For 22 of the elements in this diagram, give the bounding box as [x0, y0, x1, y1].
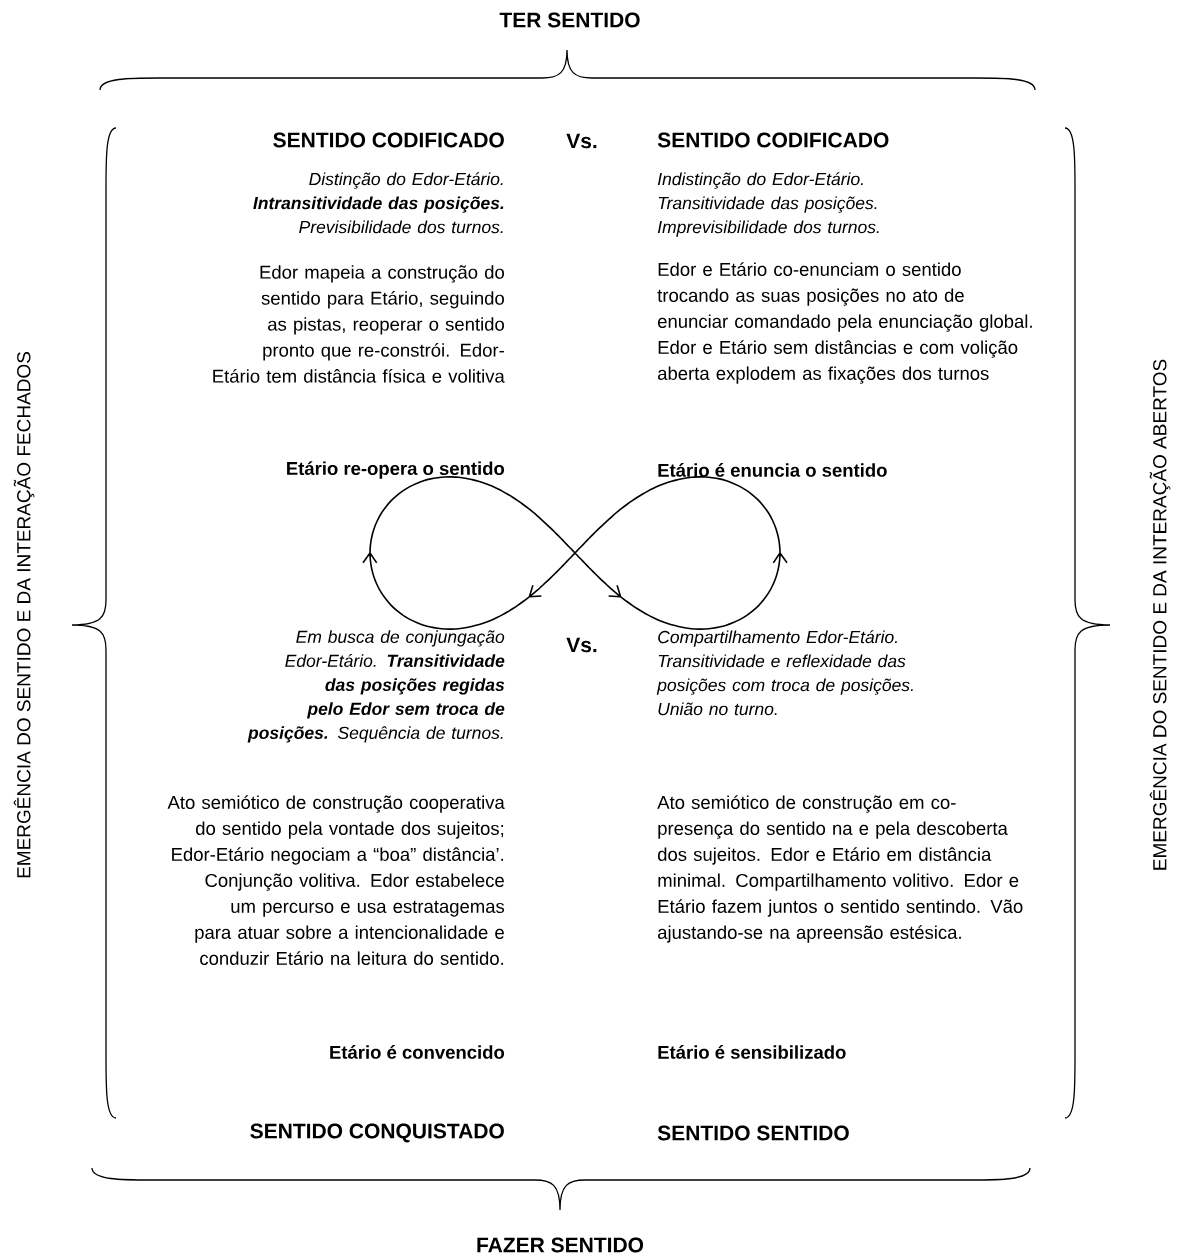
- italic-text: Em busca de conjungação Edor-Etário. Transitividade das posições regidas pelo Edor sem troca de posições. Sequência de turnos.: [247, 630, 505, 743]
- column-heading: SENTIDO CODIFICADO: [657, 132, 889, 148]
- versus-label: Vs.: [566, 637, 597, 653]
- italic-text: Indistinção do Edor-Etário. Transitividade das posições. Imprevisibilidade dos turnos.: [657, 172, 879, 237]
- result-text: Etário re-opera o sentido: [287, 461, 505, 479]
- italic-text: Compartilhamento Edor-Etário. Transitividade e reflexidade das posições com troca de posições. União no turno.: [656, 630, 913, 716]
- body-text: Ato semiótico de construção cooperativa do sentido pela vontade dos sujeitos; Edor-Etário negociam a “boa” distância’. Conjunção volitiva. Edor estabelece um percurso e usa estratagemas para atuar sobre a intencionalidade e conduzir Etário na leitura do sentido.: [167, 795, 505, 965]
- result-text: Etário é enuncia o sentido: [658, 463, 887, 477]
- column-heading: SENTIDO CONQUISTADO: [250, 1123, 504, 1143]
- versus-label: Vs.: [566, 133, 597, 149]
- column-heading: SENTIDO SENTIDO: [657, 1125, 849, 1141]
- body-text: Edor mapeia a construção do sentido para Etário, seguindo as pistas, reoperar o sentido pronto que re-constrói. Edor-Etário tem distância física e volitiva: [213, 265, 505, 383]
- side-label: EMERGÊNCIA DO SENTIDO E DA INTERAÇÃO FECHADOS: [13, 352, 35, 878]
- bottom-heading: FAZER SENTIDO: [477, 1237, 644, 1253]
- side-label: EMERGÊNCIA DO SENTIDO E DA INTERAÇÃO ABERTOS: [1149, 359, 1171, 870]
- result-text: Etário é convencido: [330, 1045, 505, 1059]
- top-heading: TER SENTIDO: [499, 12, 640, 28]
- body-text: Ato semiótico de construção em co-presença do sentido na e pela descoberta dos sujeitos. Edor e Etário em distância minimal. Compartilhamento volitivo. Edor e Etário fazem juntos o sentido sentindo. Vão ajustando-se na apreensão estésica.: [657, 795, 1023, 943]
- body-text: Edor e Etário co-enunciam o sentido trocando as suas posições no ato de enunciar comandado pela enunciação global. Edor e Etário sem distâncias e com volição aberta explodem as fixações dos turnos: [657, 262, 1032, 384]
- column-heading: SENTIDO CODIFICADO: [273, 132, 504, 148]
- result-text: Etário é sensibilizado: [658, 1045, 846, 1059]
- italic-text: Distinção do Edor-Etário. Intransitividade das posições. Previsibilidade dos turnos.: [253, 172, 504, 234]
